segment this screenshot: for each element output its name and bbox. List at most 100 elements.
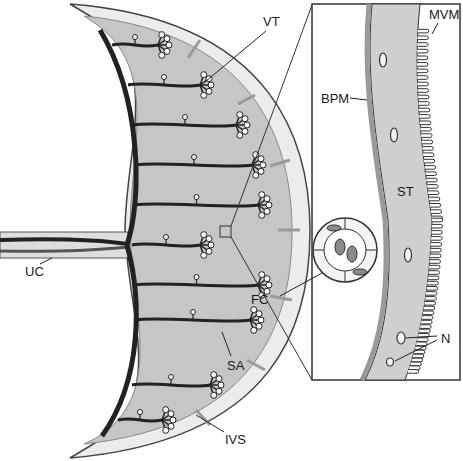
microvillus (421, 134, 432, 138)
terminal-villus (256, 323, 262, 329)
terminal-villus (264, 276, 270, 282)
terminal-villus (194, 275, 199, 280)
terminal-villus (168, 423, 174, 429)
microvillus (432, 218, 443, 222)
terminal-villus (163, 407, 169, 413)
microvillus (419, 115, 430, 119)
inset-box (312, 4, 460, 380)
terminal-villus (206, 88, 212, 94)
microvillus (430, 260, 441, 264)
intervillous-space (84, 16, 292, 444)
basal-plasma-membrane (362, 4, 386, 380)
microvillus (426, 292, 437, 296)
septum (270, 160, 290, 166)
terminal-villus (259, 212, 265, 218)
microvillus (416, 342, 427, 346)
terminal-villus (264, 196, 270, 202)
terminal-villus (211, 392, 217, 398)
terminal-villus (266, 202, 272, 208)
villous-branch (139, 414, 140, 420)
terminal-villus (242, 116, 248, 122)
villous-branch (196, 279, 197, 285)
stem-vessel (102, 245, 136, 436)
terminal-villus (266, 282, 272, 288)
microvillus (420, 325, 431, 329)
terminal-villus (258, 156, 264, 162)
part-label: FC (250, 292, 269, 307)
microvillus (424, 159, 435, 163)
part-label: N (440, 331, 451, 346)
villous-branch (193, 159, 194, 165)
terminal-villus (201, 232, 207, 238)
microvillus (412, 358, 423, 362)
microvillus (432, 231, 443, 235)
microvillus (431, 243, 442, 247)
microvillus (431, 248, 442, 252)
septum (238, 95, 255, 104)
terminal-villus (216, 376, 222, 382)
terminal-villus (170, 417, 176, 423)
microvillus (423, 311, 434, 315)
microvillus (418, 36, 429, 40)
terminal-villus (211, 372, 217, 378)
terminal-villus (168, 411, 174, 417)
part-label: UC (24, 264, 45, 279)
microvillus (417, 76, 428, 80)
microvillus (425, 166, 436, 170)
terminal-villus (159, 52, 165, 58)
microvillus (428, 191, 439, 195)
microvillus (413, 354, 424, 358)
terminal-villus (192, 155, 197, 160)
terminal-villus (206, 248, 212, 254)
terminal-villus (260, 162, 266, 168)
microvillus (419, 329, 430, 333)
microvillus (417, 69, 428, 73)
terminal-villus (206, 236, 212, 242)
terminal-villus (218, 382, 224, 388)
microvillus (432, 224, 443, 228)
terminal-villus (166, 42, 172, 48)
terminal-villus (138, 410, 143, 415)
microvillus (417, 63, 428, 67)
terminal-villus (208, 82, 214, 88)
terminal-villus (159, 32, 165, 38)
terminal-villus (237, 112, 243, 118)
terminal-villus (242, 128, 248, 134)
microvillus (417, 338, 428, 342)
microvillus (429, 197, 440, 201)
terminal-villus (208, 242, 214, 248)
microvillus (423, 147, 434, 151)
microvillus (421, 320, 432, 324)
leader-lines (40, 23, 438, 432)
microvillus (426, 172, 437, 176)
terminal-villus (163, 427, 169, 433)
microvillus (428, 281, 439, 285)
microvillus (417, 49, 428, 53)
microvillus (427, 287, 438, 291)
villous-branch (165, 239, 166, 245)
umbilical-vessel (0, 239, 128, 244)
villous-branch (134, 39, 135, 45)
terminal-villus (258, 168, 264, 174)
microvillus (425, 302, 436, 306)
terminal-villus (164, 48, 170, 54)
terminal-villus (194, 195, 199, 200)
microvillus (408, 370, 419, 374)
microvillus (427, 185, 438, 189)
terminal-villus (162, 75, 167, 80)
terminal-villus (259, 192, 265, 198)
terminal-villus (251, 307, 257, 313)
septum (247, 360, 265, 370)
microvillus (409, 366, 420, 370)
microvillus (418, 95, 429, 99)
villous-branch (184, 119, 185, 125)
septum (270, 296, 292, 300)
zoom-line (231, 5, 312, 226)
terminal-villus (201, 72, 207, 78)
terminal-villus (256, 311, 262, 317)
nuclei (380, 53, 412, 366)
terminal-villus (201, 252, 207, 258)
terminal-villus (264, 208, 270, 214)
microvillus (429, 265, 440, 269)
